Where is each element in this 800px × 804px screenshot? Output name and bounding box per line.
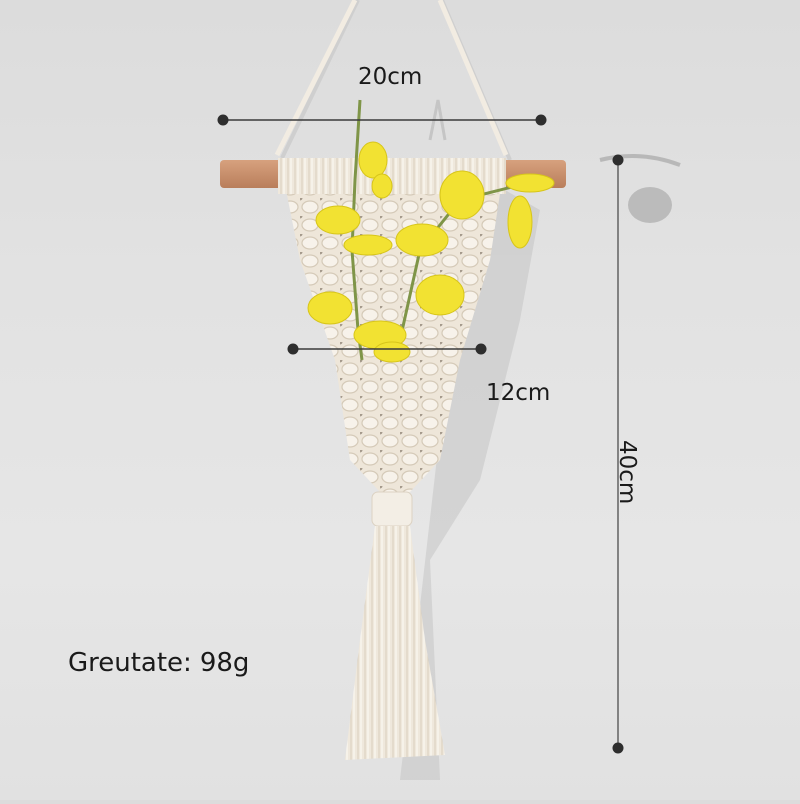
- hanging-rope: [274, 0, 512, 161]
- tassel: [345, 491, 445, 760]
- weight-value: 98g: [199, 648, 250, 678]
- weight-text: Greutate:98g: [68, 648, 249, 678]
- yellow-flowers: [307, 99, 555, 363]
- width-dimension-label: 20cm: [358, 64, 423, 90]
- dimension-line-height: [612, 154, 624, 754]
- inner-width-dimension-label: 12cm: [486, 380, 551, 406]
- dimension-line-inner-width: [287, 343, 487, 355]
- dimension-line-width: [217, 114, 547, 126]
- wall-shadow: [400, 99, 681, 780]
- height-dimension-label: 40cm: [614, 440, 640, 505]
- weight-label: Greutate:: [68, 648, 192, 678]
